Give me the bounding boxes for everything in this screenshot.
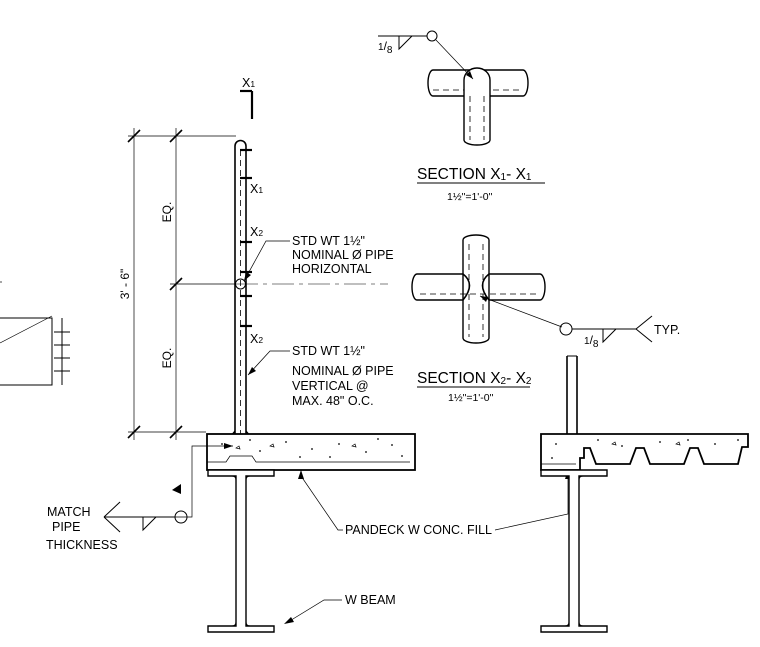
note-pandeck: PANDECK W CONC. FILL	[345, 523, 492, 537]
leader-deck-note	[298, 470, 571, 531]
section-x2-drawing	[411, 234, 653, 344]
section-x1-drawing	[378, 30, 529, 146]
note-vertical-pipe: STD WT 1½" NOMINAL Ø PIPE VERTICAL @ MAX…	[292, 344, 397, 408]
eq-dimension-lower: EQ.	[160, 348, 174, 369]
dimension-lines	[127, 128, 236, 440]
vertical-pipe-post	[230, 139, 251, 470]
weld-typical-label: TYP.	[654, 323, 680, 337]
cut-label-x1: X1	[250, 182, 263, 196]
partial-section-right	[540, 355, 749, 633]
w-beam-main	[207, 469, 275, 633]
leader-horizontal-note	[243, 240, 290, 282]
cut-label-x2-lower: X2	[250, 332, 263, 346]
cut-label-top: X1	[242, 76, 255, 90]
note-horizontal-pipe: STD WT 1½" NOMINAL Ø PIPE HORIZONTAL	[292, 234, 397, 276]
section-x1-scale: 1½"=1'-0"	[447, 191, 493, 203]
section-x2-scale: 1½"=1'-0"	[448, 392, 494, 404]
note-w-beam: W BEAM	[345, 593, 396, 607]
overall-height-dimension: 3' - 6"	[118, 269, 132, 300]
leader-beam-note	[284, 599, 342, 624]
leader-vertical-note	[247, 350, 290, 376]
section-x1-title: SECTION X1- X1	[417, 166, 532, 183]
weld-size-top: 1/8	[378, 39, 393, 56]
note-match-pipe-thickness: MATCH PIPE THICKNESS	[46, 505, 118, 552]
weld-size-mid: 1/8	[584, 333, 599, 350]
cut-label-x2-upper: X2	[250, 225, 263, 239]
weld-symbol-match-pipe	[103, 443, 233, 533]
partial-detail-left	[0, 281, 70, 386]
eq-dimension-upper: EQ.	[160, 202, 174, 223]
section-x2-title: SECTION X2- X2	[417, 370, 532, 387]
concrete-deck-slab	[206, 433, 416, 471]
